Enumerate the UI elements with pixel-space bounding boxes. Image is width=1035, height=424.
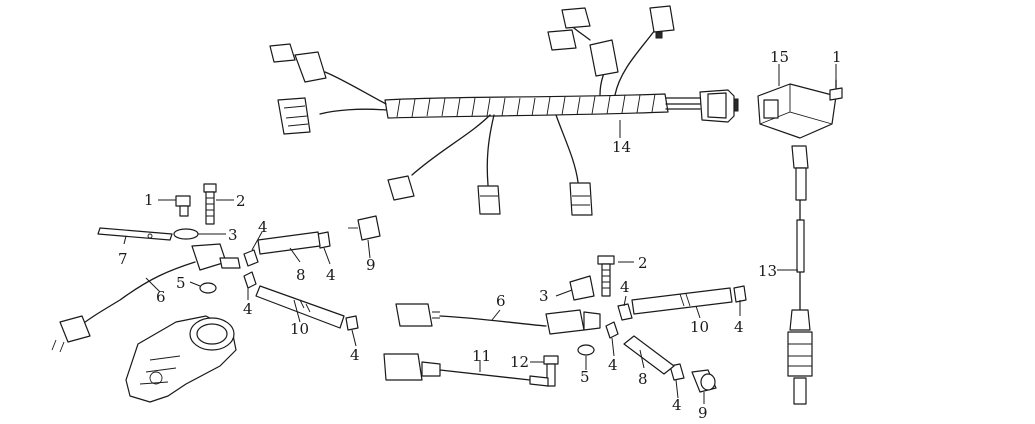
callout-5-left: 5 [176, 274, 186, 292]
callout-12: 12 [510, 353, 529, 371]
callout-1-left: 1 [144, 191, 154, 209]
middle-sensor-assembly [383, 255, 747, 393]
callout-4-b: 4 [243, 300, 253, 318]
callout-8-left: 8 [296, 266, 306, 284]
callout-13: 13 [758, 262, 777, 280]
callout-8-mid: 8 [638, 370, 648, 388]
callout-2-left: 2 [236, 192, 246, 210]
callout-11: 11 [472, 347, 491, 365]
callout-6-mid: 6 [496, 292, 506, 310]
callout-1-top: 1 [832, 48, 842, 66]
callout-3-mid: 3 [539, 287, 549, 305]
callout-10-left: 10 [290, 320, 309, 338]
callout-4-d: 4 [350, 346, 360, 364]
callout-5-mid: 5 [580, 368, 590, 386]
callout-4-a: 4 [258, 218, 268, 236]
callout-15: 15 [770, 48, 789, 66]
callout-9-mid: 9 [698, 404, 708, 422]
callout-9-left: 9 [366, 256, 376, 274]
callout-3-left: 3 [228, 226, 238, 244]
callout-2-mid: 2 [638, 254, 648, 272]
callout-numbers: 1 15 14 13 1 2 3 4 7 6 5 4 8 4 9 10 4 2 … [118, 48, 842, 422]
callout-14: 14 [612, 138, 631, 156]
callout-4-f: 4 [734, 318, 744, 336]
callout-10-right: 10 [690, 318, 709, 336]
wiring-harness [269, 5, 739, 216]
callout-4-c: 4 [326, 266, 336, 284]
oxygen-sensor [787, 145, 813, 405]
callout-4-g: 4 [608, 356, 618, 374]
ecu-module [757, 83, 837, 139]
left-sensor-assembly [51, 183, 381, 403]
callout-7: 7 [118, 250, 128, 268]
ecu-bolt [829, 79, 843, 101]
callout-leaders [123, 64, 837, 404]
callout-6-left: 6 [156, 288, 166, 306]
callout-4-h: 4 [672, 396, 682, 414]
callout-4-e: 4 [620, 278, 630, 296]
